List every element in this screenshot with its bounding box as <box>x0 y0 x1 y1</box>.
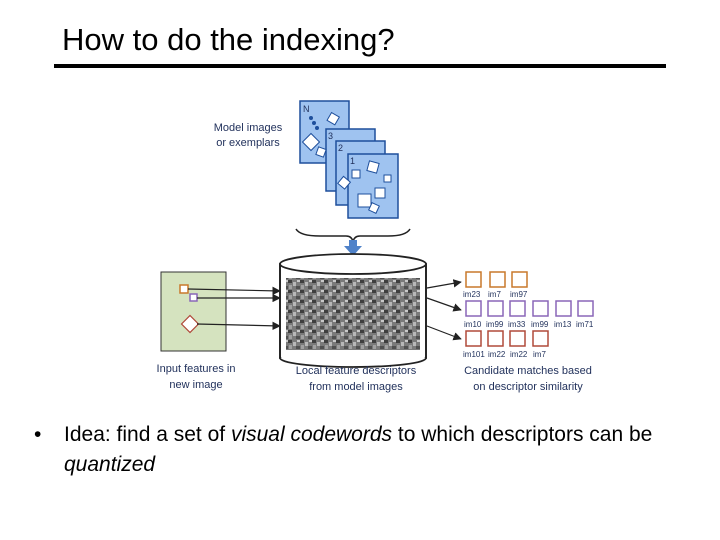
input-image <box>160 271 227 352</box>
input-feature-orange <box>179 284 189 294</box>
down-arrow-icon <box>344 240 362 256</box>
descriptor-patches <box>286 278 420 350</box>
bullet-text-part: Idea: find a set of <box>64 423 231 446</box>
match-label: im101 <box>463 350 485 359</box>
match-arrow-1 <box>426 279 462 289</box>
candidates-label-1: Candidate matches based <box>464 365 592 377</box>
db-label-1: Local feature descriptors <box>296 365 417 377</box>
match-row-2 <box>465 300 594 317</box>
match-label: im99 <box>531 320 549 329</box>
candidates-label-2: on descriptor similarity <box>473 381 583 393</box>
match-label: im99 <box>486 320 504 329</box>
match-label: im13 <box>554 320 572 329</box>
input-feature-diamond <box>180 314 200 334</box>
title-underline <box>54 64 666 68</box>
stack-letter-3: 3 <box>328 131 333 141</box>
stack-letter-n: N <box>303 104 310 114</box>
model-images-label: Model images <box>214 122 283 134</box>
match-row-1 <box>465 271 528 288</box>
bullet-text-part: to which descriptors can be <box>392 423 653 446</box>
model-images-label-2: or exemplars <box>216 137 280 149</box>
bullet-text-emphasis: quantized <box>64 453 156 476</box>
input-arrow-1 <box>187 286 281 296</box>
match-label: im7 <box>488 290 501 299</box>
slide-title: How to do the indexing? <box>62 22 395 57</box>
match-label: im97 <box>510 290 528 299</box>
match-arrow-3 <box>426 325 462 341</box>
db-label-2: from model images <box>309 381 403 393</box>
match-label: im7 <box>533 350 546 359</box>
bullet-text: Idea: find a set of visual codewords to … <box>64 420 694 480</box>
stack-letter-2: 2 <box>338 143 343 153</box>
match-label: im10 <box>464 320 482 329</box>
match-label: im33 <box>508 320 526 329</box>
match-row-3 <box>465 330 549 347</box>
match-arrow-2 <box>426 297 462 312</box>
descriptor-database <box>279 253 427 368</box>
match-label: im22 <box>488 350 506 359</box>
model-image-features <box>301 111 392 214</box>
match-label: im71 <box>576 320 594 329</box>
input-label-2: new image <box>169 379 222 391</box>
stack-letter-1: 1 <box>350 156 355 166</box>
input-feature-purple <box>189 293 198 302</box>
match-label: im22 <box>510 350 528 359</box>
input-label-1: Input features in <box>157 363 236 375</box>
model-image-stack <box>299 100 399 219</box>
input-arrow-3 <box>196 321 281 331</box>
bullet-marker: • <box>34 423 42 446</box>
model-images-line-1: Model images <box>214 122 283 134</box>
match-label: im23 <box>463 290 481 299</box>
bullet-text-emphasis: visual codewords <box>230 423 393 446</box>
